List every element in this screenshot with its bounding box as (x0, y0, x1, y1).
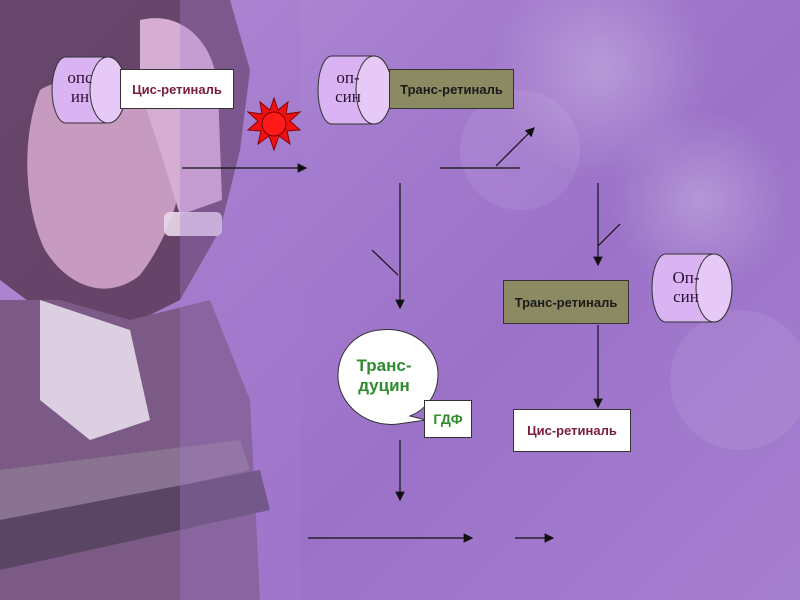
opsin-label-2-line2: син (335, 87, 361, 106)
trans-retinal-box-2: Транс-ретиналь (503, 280, 629, 324)
transducin-label-line2: дуцин (358, 376, 410, 395)
transducin-label: Транс- дуцин (344, 356, 424, 396)
opsin-label-3-line1: Оп- (672, 268, 700, 287)
opsin-label-2: оп- син (326, 68, 370, 106)
opsin-label-2-line1: оп- (336, 68, 360, 87)
trans-retinal-box-1: Транс-ретиналь (389, 69, 514, 109)
opsin-label-1: опс ин (60, 68, 100, 106)
cis-retinal-box-1: Цис-ретиналь (120, 69, 234, 109)
opsin-label-1-line2: ин (70, 87, 90, 106)
transducin-bubble (337, 329, 439, 425)
transducin-label-line1: Транс- (356, 356, 412, 375)
opsin-label-3-line2: син (673, 287, 699, 306)
arrow-diagonal-up (495, 127, 535, 167)
arrow-tick-left (371, 249, 399, 276)
gdp-box: ГДФ (424, 400, 472, 438)
opsin-cylinder-3 (651, 253, 733, 323)
arrow-tick-right (597, 223, 621, 247)
opsin-label-1-line1: опс (67, 68, 93, 87)
opsin-cylinder-1 (51, 56, 127, 124)
opsin-label-3: Оп- син (662, 268, 710, 306)
cis-retinal-box-2: Цис-ретиналь (513, 409, 631, 452)
opsin-cylinder-2 (317, 55, 393, 125)
red-sun-burst-icon (246, 96, 302, 152)
